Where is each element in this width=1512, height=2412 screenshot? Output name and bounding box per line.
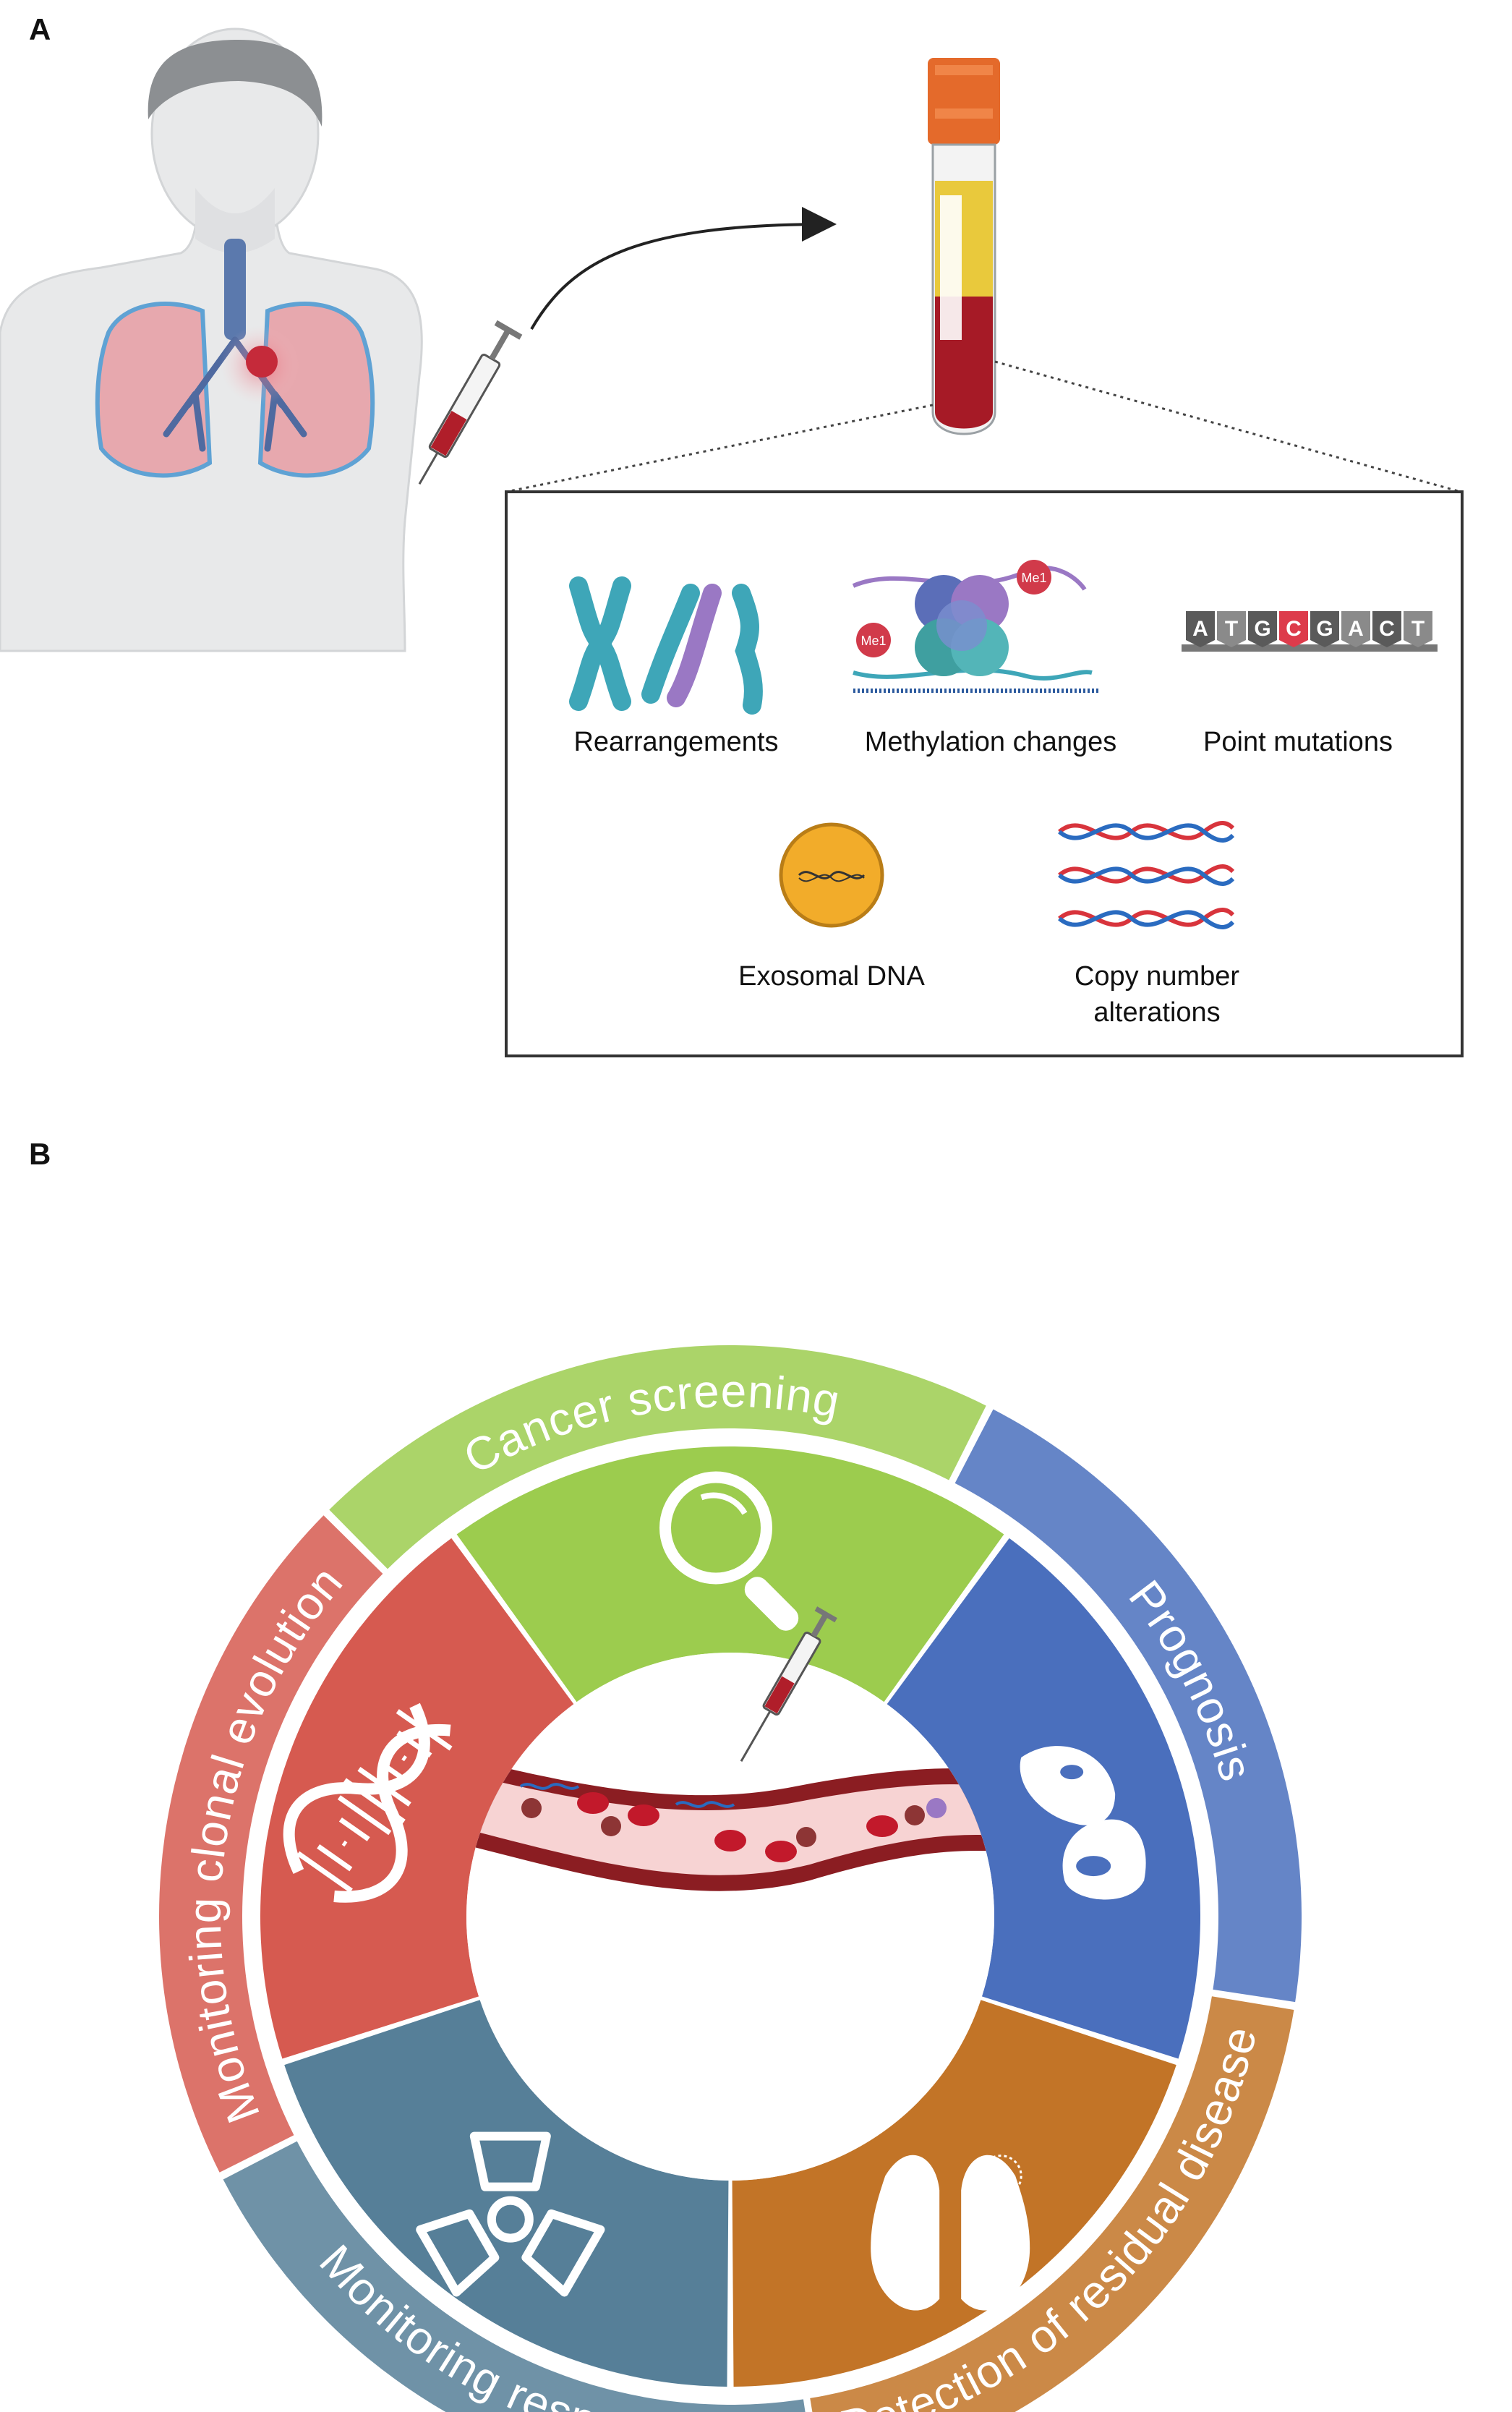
- outer-segment: [329, 1345, 986, 1569]
- flow-arrow: [530, 207, 837, 331]
- lung-left: [95, 302, 213, 478]
- outer-segment: [810, 1996, 1294, 2412]
- sequence-base: [1404, 611, 1432, 647]
- sequence-base: [1217, 611, 1246, 647]
- inner-segment: [284, 2000, 729, 2387]
- methyl-tag-2: Me1: [860, 634, 886, 648]
- sequence-base: [1186, 611, 1215, 647]
- sequence-letter: C: [1379, 617, 1395, 641]
- outer-segment: [158, 1515, 383, 2173]
- exosome-icon: [779, 822, 884, 928]
- blood-tube-icon: [928, 58, 1000, 435]
- radiation-icon: [416, 2131, 605, 2297]
- sequence-letter: G: [1254, 617, 1270, 641]
- magnifier-icon: [659, 1471, 799, 1631]
- patient-illustration: [0, 27, 523, 652]
- sequence-letter: G: [1316, 617, 1333, 641]
- application-wheel: Cancer screeningPrognosisDetection of re…: [158, 1345, 1302, 2412]
- methylation-label: Methylation changes: [865, 727, 1117, 757]
- rearrangements-label: Rearrangements: [573, 727, 778, 757]
- lungs-residual-icon: [871, 2155, 1030, 2311]
- methyl-tag-1: Me1: [1021, 571, 1046, 585]
- sequence-base: [1279, 611, 1308, 647]
- inner-segment: [260, 1538, 574, 2059]
- sequence-base: [1341, 611, 1370, 647]
- sequence-letter: T: [1225, 617, 1238, 641]
- inner-segment: [732, 2000, 1176, 2387]
- sequence-letter: A: [1192, 617, 1208, 641]
- outer-segment: [223, 2141, 806, 2412]
- syringe-icon-center: [740, 1606, 837, 1763]
- copy-number-label-line1: Copy number: [1075, 961, 1239, 992]
- panel-b-label: B: [29, 1137, 51, 1171]
- dna-helix-icon: [283, 1703, 453, 1903]
- nucleosome-methylation-icon: Me1 Me1: [852, 560, 1099, 693]
- syringe-icon: [418, 320, 523, 485]
- panel-a-label: A: [29, 12, 51, 46]
- lungs-with-lesions-icon: [1020, 1746, 1146, 1900]
- sequence-base: [1372, 611, 1401, 647]
- outer-segment: [954, 1409, 1302, 2003]
- copy-number-label-line2: alterations: [1093, 997, 1220, 1028]
- sequence-letter: A: [1348, 617, 1364, 641]
- exosomal-dna-label: Exosomal DNA: [738, 961, 925, 992]
- point-mutations-label: Point mutations: [1203, 727, 1393, 757]
- chromosomes-icon: [569, 576, 763, 715]
- sequence-letter: C: [1286, 617, 1302, 641]
- dna-copies-icon: [1058, 821, 1235, 929]
- sequence-base: [1310, 611, 1339, 647]
- blood-vessel-illustration: [466, 1606, 994, 2181]
- sequence-base: [1248, 611, 1277, 647]
- sequence-letter: T: [1411, 617, 1425, 641]
